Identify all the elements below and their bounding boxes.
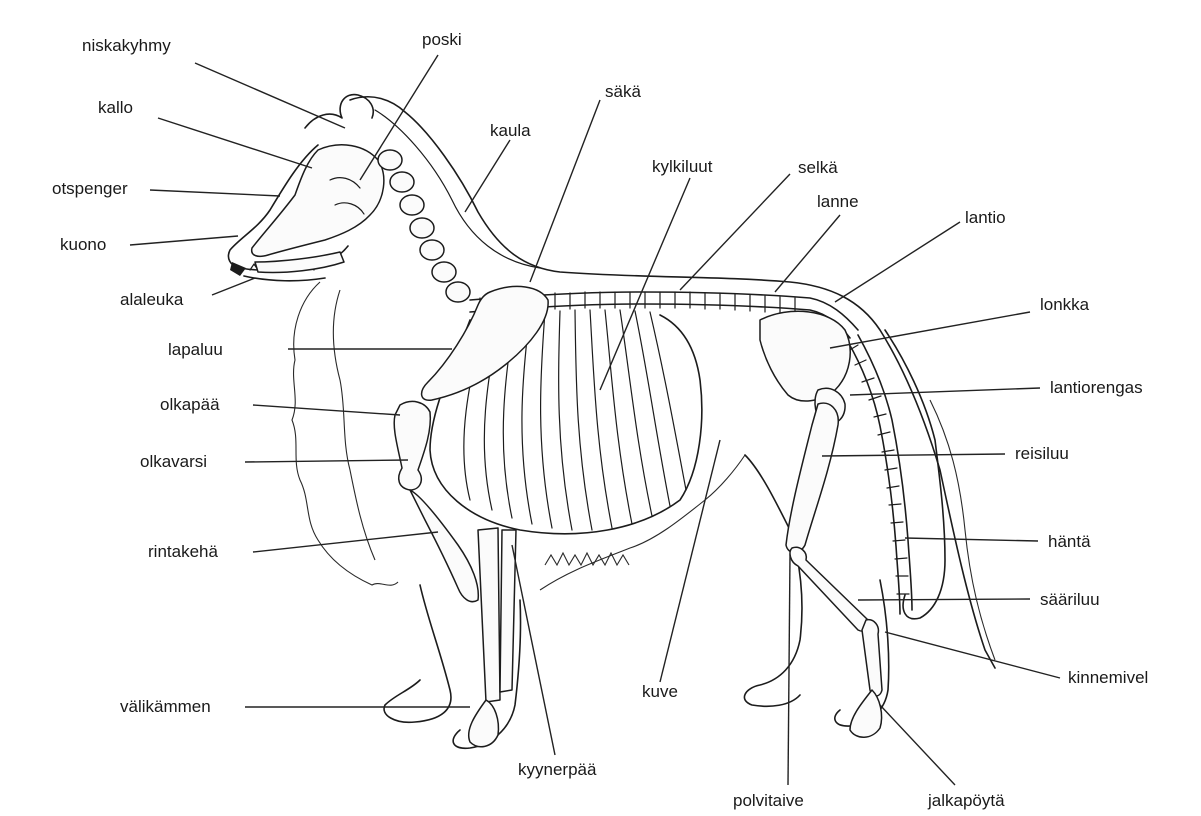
leader-hanta [905, 538, 1038, 541]
label-valikammen: välikämmen [120, 697, 211, 716]
leader-saariluu [858, 599, 1030, 600]
label-lonkka: lonkka [1040, 295, 1090, 314]
leader-reisiluu [822, 454, 1005, 456]
leader-kylkiluut [600, 178, 690, 390]
scapula-bone [422, 286, 549, 400]
forelimb-bones [394, 401, 516, 746]
label-saka: säkä [605, 82, 641, 101]
label-polvitaive: polvitaive [733, 791, 804, 810]
leader-kallo [158, 118, 312, 168]
leader-lines [130, 55, 1060, 785]
leader-rintakeha [253, 532, 438, 552]
leader-lonkka [830, 312, 1030, 348]
label-kyynerpaa: kyynerpää [518, 760, 597, 779]
labels: niskakyhmy poski säkä kallo kaula kylkil… [52, 30, 1148, 810]
label-kaula: kaula [490, 121, 531, 140]
leader-alaleuka [212, 278, 255, 295]
label-olkapaa: olkapää [160, 395, 220, 414]
label-lapaluu: lapaluu [168, 340, 223, 359]
label-poski: poski [422, 30, 462, 49]
label-saariluu: sääriluu [1040, 590, 1100, 609]
tail-vertebrae [848, 335, 912, 614]
leader-kyynerpaa [512, 545, 555, 755]
label-alaleuka: alaleuka [120, 290, 184, 309]
leader-lantiorengas [850, 388, 1040, 395]
label-reisiluu: reisiluu [1015, 444, 1069, 463]
leader-selka [680, 174, 790, 290]
label-kallo: kallo [98, 98, 133, 117]
leader-otspenger [150, 190, 280, 196]
label-lantio: lantio [965, 208, 1006, 227]
leader-kinnemivel [885, 632, 1060, 678]
pelvis-bone [760, 311, 850, 424]
leader-kaula [465, 140, 510, 212]
label-niskakyhmy: niskakyhmy [82, 36, 171, 55]
label-otspenger: otspenger [52, 179, 128, 198]
label-kuono: kuono [60, 235, 106, 254]
hindlimb-bones [786, 403, 882, 737]
leader-polvitaive [788, 555, 790, 785]
label-olkavarsi: olkavarsi [140, 452, 207, 471]
leader-niskakyhmy [195, 63, 345, 128]
leader-olkavarsi [245, 460, 408, 462]
leader-lantio [835, 222, 960, 302]
label-kinnemivel: kinnemivel [1068, 668, 1148, 687]
leader-kuve [660, 440, 720, 682]
label-lanne: lanne [817, 192, 859, 211]
label-jalkapoyta: jalkapöytä [927, 791, 1005, 810]
leader-jalkapoyta [880, 705, 955, 785]
label-lantiorengas: lantiorengas [1050, 378, 1143, 397]
label-hanta: häntä [1048, 532, 1091, 551]
leader-lanne [775, 215, 840, 292]
label-kylkiluut: kylkiluut [652, 157, 713, 176]
leader-kuono [130, 236, 238, 245]
leader-olkapaa [253, 405, 400, 415]
leader-saka [530, 100, 600, 282]
label-kuve: kuve [642, 682, 678, 701]
label-selka: selkä [798, 158, 838, 177]
label-rintakeha: rintakehä [148, 542, 218, 561]
